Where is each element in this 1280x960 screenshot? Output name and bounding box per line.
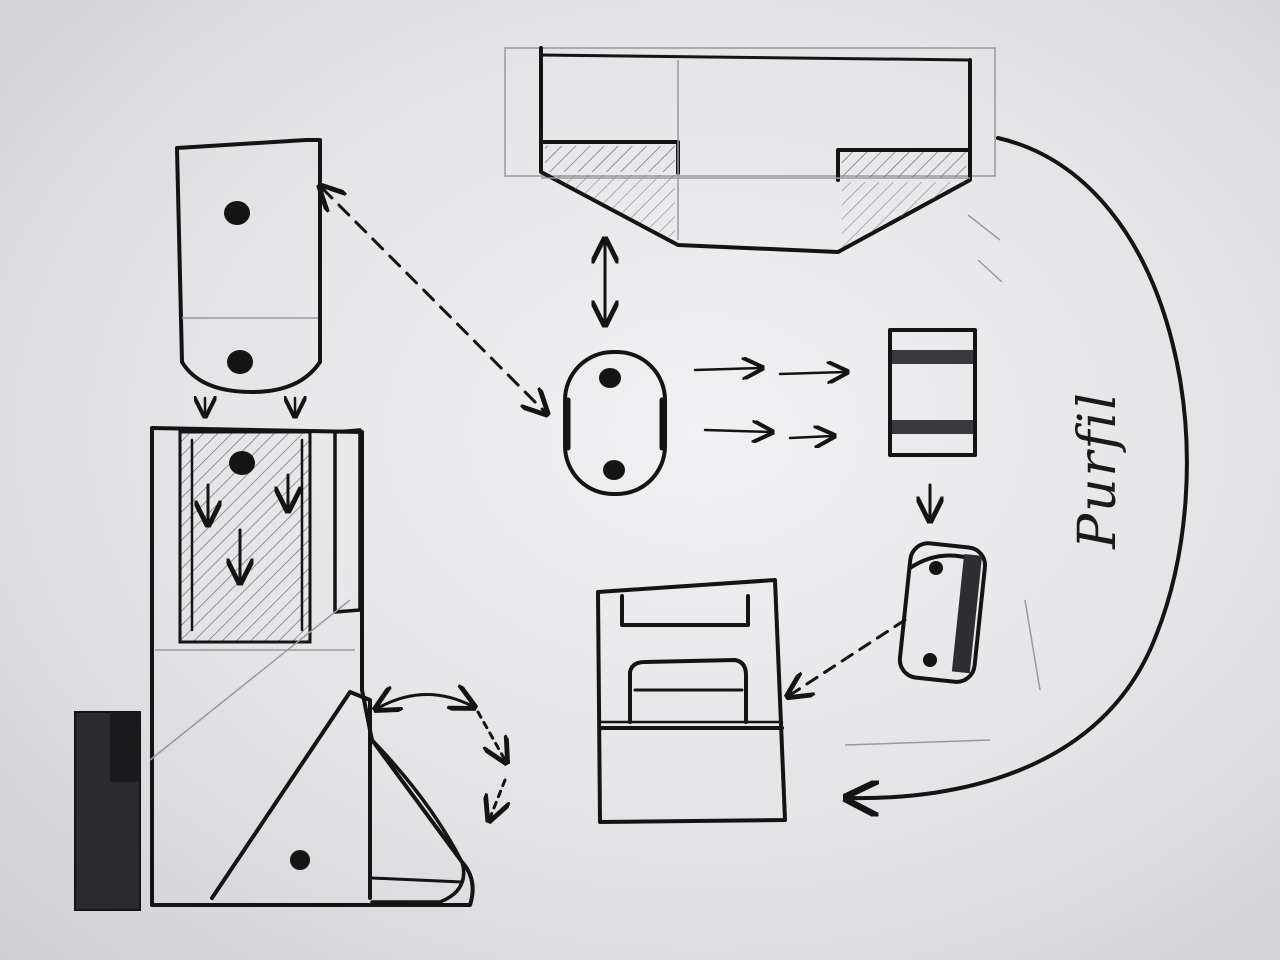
flat-strip-part [888,328,977,518]
dashed-arrow-block-to-die [790,618,907,695]
flow-arrows-disc-to-strip [693,368,845,438]
pill-shaped-block [897,541,988,684]
purfil-label: Purfil [1068,391,1128,549]
top-mold-cross-section [504,46,996,254]
dashed-double-arrow-plate-to-disc [322,188,545,412]
cutting-die-block [596,578,787,824]
vertical-press-assembly [74,426,505,911]
oval-disc-part [563,242,667,496]
rounded-punch-plate [175,138,322,414]
return-curve-arrow [845,136,1189,798]
